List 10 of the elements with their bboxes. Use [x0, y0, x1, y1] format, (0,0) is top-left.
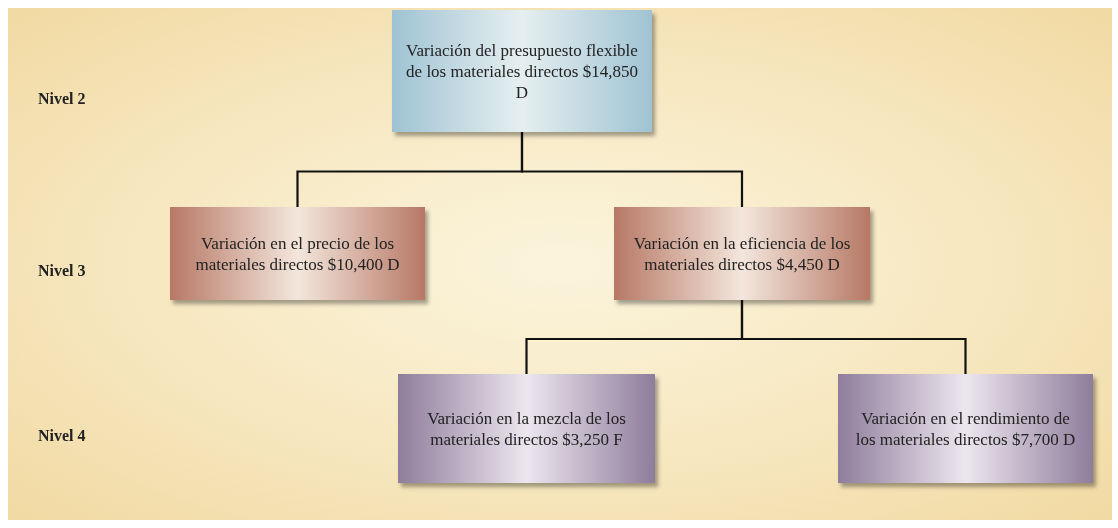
process-box: Variación en la eficiencia de los materiales directos $4,450 D	[614, 207, 870, 300]
process-box: Variación en el rendimiento de los materiales directos $7,700 D	[838, 374, 1093, 483]
level-label: Nivel 4	[38, 427, 86, 445]
process-box: Variación del presupuesto flexible de los materiales directos $14,850 D	[392, 10, 652, 132]
process-box: Variación en la mezcla de los materiales directos $3,250 F	[398, 374, 655, 483]
process-box: Variación en el precio de los materiales directos $10,400 D	[170, 207, 425, 300]
level-label: Nivel 3	[38, 262, 86, 280]
level-label: Nivel 2	[38, 90, 86, 108]
connector-line	[520, 132, 744, 207]
connector-line	[740, 300, 967, 374]
